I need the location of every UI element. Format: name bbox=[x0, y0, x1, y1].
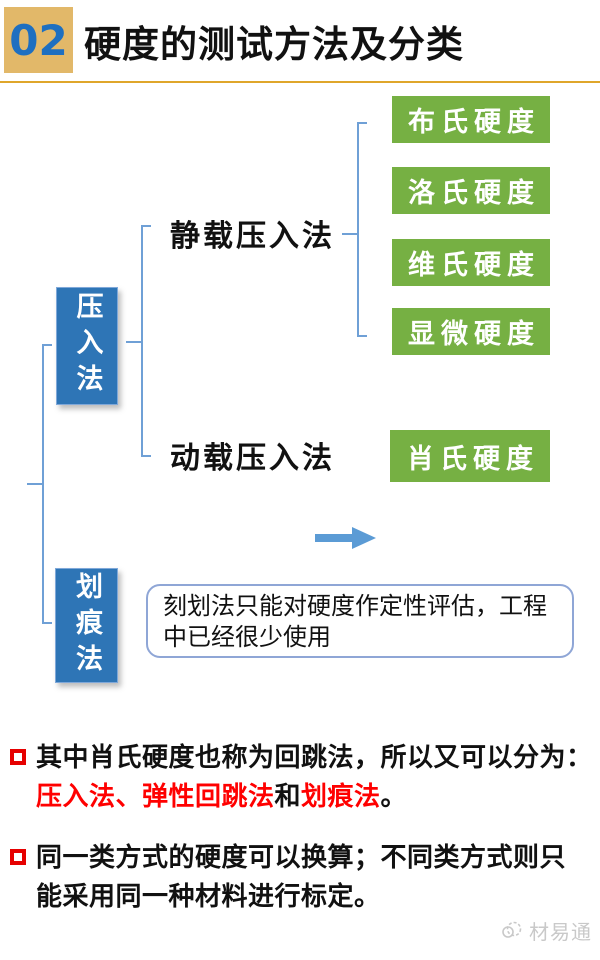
brace-line bbox=[42, 344, 44, 624]
bullet-square-icon bbox=[10, 849, 26, 865]
bullet-line: 压入法、弹性回跳法和划痕法。 bbox=[36, 782, 408, 812]
brace-tick bbox=[342, 233, 357, 235]
brace-line bbox=[357, 122, 359, 337]
node-rockwell-hardness: 洛氏硬度 bbox=[392, 167, 550, 214]
bullet-square-icon bbox=[10, 749, 26, 765]
node-scratch-label: 划痕法 bbox=[71, 571, 102, 680]
bullet-line: 能采用同一种材料进行标定。 bbox=[36, 882, 381, 912]
brace-static bbox=[342, 122, 367, 337]
note-line-1: 刻划法只能对硬度作定性评估，工程 bbox=[163, 592, 547, 620]
node-vickers-hardness: 维氏硬度 bbox=[392, 239, 550, 286]
page-title: 硬度的测试方法及分类 bbox=[84, 23, 464, 66]
node-scratch-method: 划痕法 bbox=[55, 568, 118, 683]
brace-foot bbox=[141, 455, 151, 457]
node-brinell-hardness: 布氏硬度 bbox=[392, 96, 550, 143]
brace-line bbox=[141, 225, 143, 457]
bullet-item-shore: 其中肖氏硬度也称为回跳法，所以又可以分为： 压入法、弹性回跳法和划痕法。 bbox=[10, 739, 596, 817]
node-indentation-label: 压入法 bbox=[71, 292, 103, 400]
bullet-item-conversion: 同一类方式的硬度可以换算；不同类方式则只 能采用同一种材料进行标定。 bbox=[10, 839, 596, 917]
brace-foot bbox=[357, 122, 367, 124]
brace-tick bbox=[27, 483, 42, 485]
bullet-text: 其中肖氏硬度也称为回跳法，所以又可以分为： 压入法、弹性回跳法和划痕法。 bbox=[36, 739, 593, 817]
node-micro-hardness: 显微硬度 bbox=[392, 308, 550, 355]
scratch-method-note: 刻划法只能对硬度作定性评估，工程 中已经很少使用 bbox=[146, 584, 574, 658]
note-line-2: 中已经很少使用 bbox=[163, 623, 331, 651]
bullet-line: 其中肖氏硬度也称为回跳法，所以又可以分为： bbox=[36, 743, 593, 773]
node-shore-hardness: 肖氏硬度 bbox=[390, 430, 550, 482]
header-divider bbox=[0, 81, 600, 83]
right-arrow-icon bbox=[315, 527, 376, 549]
brace-foot bbox=[357, 335, 367, 337]
watermark: 材易通 bbox=[500, 916, 592, 945]
watermark-logo-icon bbox=[502, 921, 522, 938]
brace-foot bbox=[42, 344, 52, 346]
bullet-text: 同一类方式的硬度可以换算；不同类方式则只 能采用同一种材料进行标定。 bbox=[36, 839, 566, 917]
label-static-indentation: 静载压入法 bbox=[170, 219, 335, 254]
brace-root bbox=[27, 344, 52, 624]
label-dynamic-indentation: 动载压入法 bbox=[170, 441, 335, 476]
brace-foot bbox=[42, 622, 52, 624]
section-number: 02 bbox=[9, 15, 68, 65]
watermark-label: 材易通 bbox=[529, 920, 592, 944]
bullet-line: 同一类方式的硬度可以换算；不同类方式则只 bbox=[36, 843, 567, 873]
brace-indentation bbox=[126, 225, 151, 457]
brace-foot bbox=[141, 225, 151, 227]
classification-diagram: 压入法 静载压入法 布氏硬度 洛氏硬度 维氏硬度 显微硬度 动载压入法 bbox=[0, 82, 600, 692]
section-number-badge: 02 bbox=[4, 7, 73, 73]
brace-tick bbox=[126, 341, 141, 343]
node-indentation-method: 压入法 bbox=[56, 287, 118, 405]
